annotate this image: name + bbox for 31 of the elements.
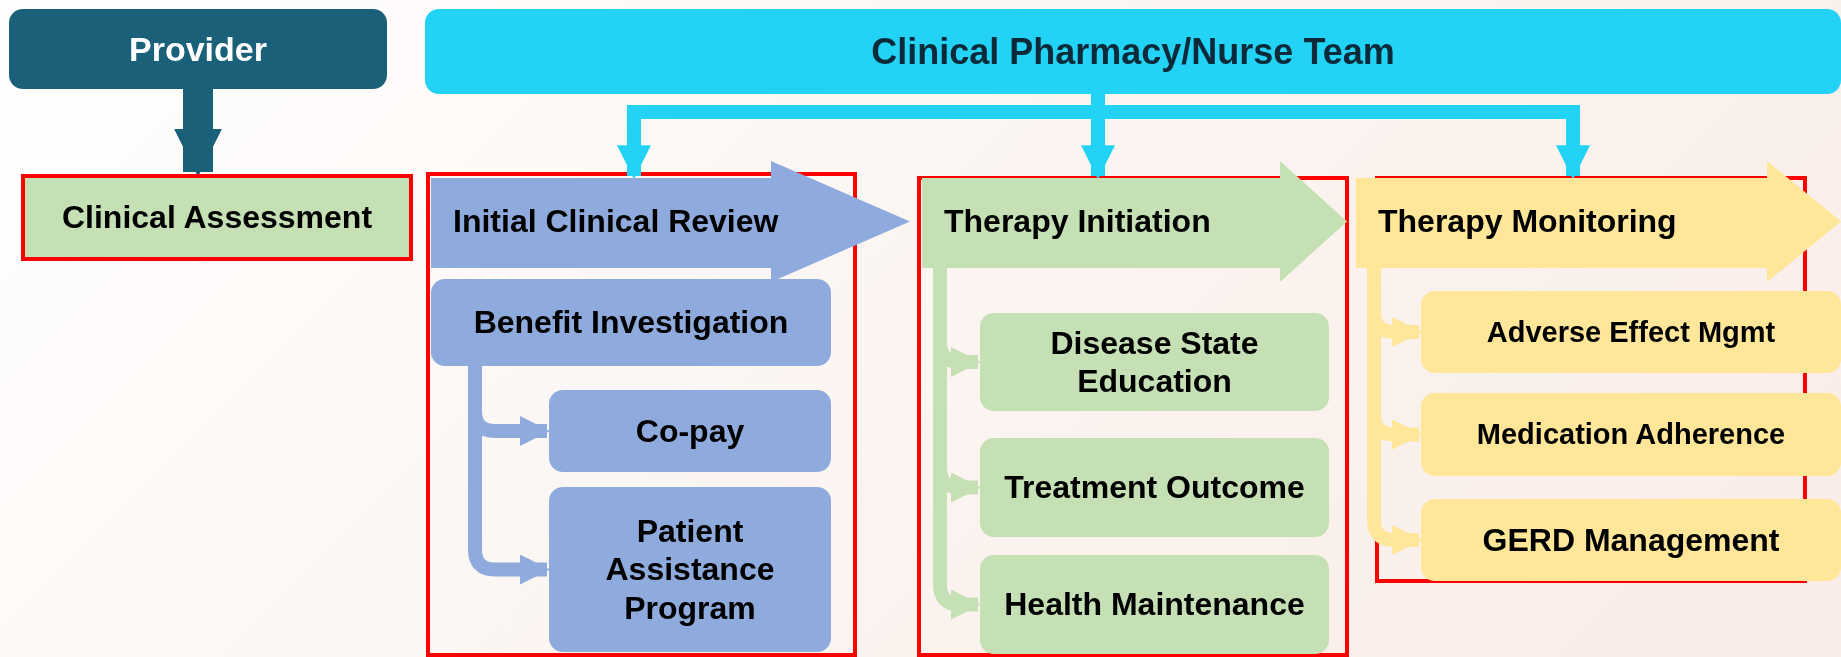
team-banner — [425, 9, 1841, 94]
node-label: Co-pay — [635, 411, 745, 451]
node-label: Patient Assistance Program — [604, 511, 776, 628]
node-label: Provider — [129, 28, 267, 70]
process-box — [21, 174, 413, 261]
process-box — [980, 313, 1329, 411]
node-label: Treatment Outcome — [1004, 468, 1305, 507]
node-label: Disease State Education — [1049, 323, 1260, 401]
node-label: Health Maintenance — [1004, 585, 1305, 624]
stage-banner — [431, 161, 910, 282]
process-box — [1421, 291, 1841, 373]
process-box — [1421, 499, 1841, 581]
arrow — [174, 89, 222, 177]
process-box — [549, 487, 831, 652]
process-box — [431, 279, 831, 366]
node-label: Clinical Assessment — [61, 198, 373, 237]
node-label: Benefit Investigation — [473, 303, 789, 342]
node-label: Initial Clinical Review — [453, 202, 779, 241]
title-box — [9, 9, 387, 89]
stage-banner — [1356, 161, 1841, 282]
stage-banner — [922, 161, 1347, 282]
node-label: Therapy Initiation — [944, 202, 1211, 241]
node-label: Medication Adherence — [1476, 417, 1786, 452]
node-label: GERD Management — [1482, 520, 1780, 560]
node-label: Clinical Pharmacy/Nurse Team — [871, 29, 1395, 74]
process-box — [1421, 393, 1841, 476]
process-box — [549, 390, 831, 472]
process-box — [980, 555, 1329, 654]
node-label: Therapy Monitoring — [1378, 202, 1677, 241]
process-box — [980, 438, 1329, 537]
node-label: Adverse Effect Mgmt — [1486, 314, 1776, 350]
